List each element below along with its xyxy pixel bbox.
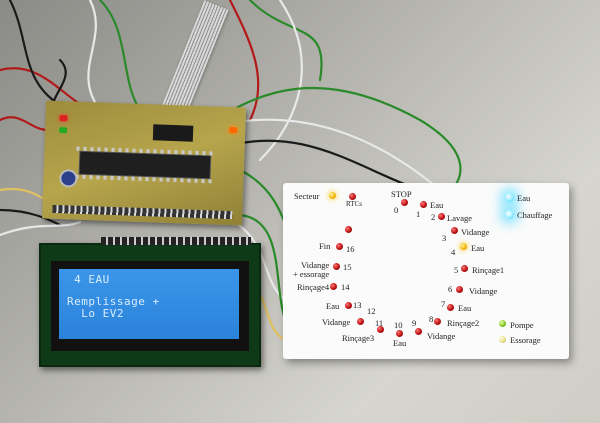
label-chauffage: Chauffage bbox=[517, 210, 553, 220]
vidange9-led bbox=[415, 328, 422, 335]
chauffage-led bbox=[505, 210, 514, 219]
step-0: 0 bbox=[394, 205, 399, 215]
vidange6-led bbox=[456, 286, 463, 293]
vidange-essorage-led bbox=[333, 263, 340, 270]
label-vidange9: Vidange bbox=[427, 331, 456, 341]
pcb-green-led bbox=[58, 127, 68, 134]
lavage-led bbox=[438, 213, 445, 220]
label-vidange3: Vidange bbox=[461, 227, 490, 237]
rincage1-led bbox=[461, 265, 468, 272]
label-lavage: Lavage bbox=[447, 213, 473, 223]
label-rincage4: Rinçage4 bbox=[297, 282, 330, 292]
label-vidange-essorage-1: Vidange bbox=[301, 260, 330, 270]
label-eau4: Eau bbox=[471, 243, 485, 253]
rtcs-led bbox=[349, 193, 356, 200]
pin-header bbox=[52, 204, 233, 220]
essorage-led bbox=[499, 336, 506, 343]
pcb-orange-led bbox=[229, 126, 238, 134]
stop-led bbox=[401, 199, 408, 206]
ribbon-connector bbox=[152, 124, 194, 142]
step-15: 15 bbox=[343, 262, 352, 272]
label-vidange6: Vidange bbox=[469, 286, 498, 296]
lcd-module: 4 EAU Remplissage + Lo EV2 bbox=[39, 237, 261, 367]
step-8: 8 bbox=[429, 314, 434, 324]
eau7-led bbox=[447, 304, 454, 311]
eau10-led bbox=[396, 330, 403, 337]
label-eau10: Eau bbox=[393, 338, 407, 348]
secteur-led bbox=[329, 192, 336, 199]
eau1-led bbox=[420, 201, 427, 208]
eau-indicator-led bbox=[505, 193, 514, 202]
extra-led bbox=[345, 226, 352, 233]
rincage3-led bbox=[377, 326, 384, 333]
label-fin: Fin bbox=[319, 241, 331, 251]
step-14: 14 bbox=[341, 282, 350, 292]
eau4-led bbox=[460, 243, 467, 250]
vidange12-led bbox=[357, 318, 364, 325]
label-essorage: Essorage bbox=[510, 335, 541, 345]
step-12: 12 bbox=[367, 306, 376, 316]
fin-led bbox=[336, 243, 343, 250]
label-secteur: Secteur bbox=[294, 191, 320, 201]
step-13: 13 bbox=[353, 300, 362, 310]
front-panel-card: Secteur RTCs STOP 0 Eau 1 Eau Chauffage … bbox=[283, 183, 569, 359]
label-pompe: Pompe bbox=[510, 320, 534, 330]
step-5: 5 bbox=[454, 265, 459, 275]
label-eau1: Eau bbox=[430, 200, 444, 210]
label-rincage2: Rinçage2 bbox=[447, 318, 480, 328]
step-2: 2 bbox=[431, 212, 436, 222]
label-eau-top: Eau bbox=[517, 193, 531, 203]
rincage2-led bbox=[434, 318, 441, 325]
label-eau13: Eau bbox=[326, 301, 340, 311]
lcd-line-1: 4 EAU bbox=[67, 273, 110, 286]
label-rincage1: Rinçage1 bbox=[472, 265, 505, 275]
vidange3-led bbox=[451, 227, 458, 234]
microcontroller-chip bbox=[79, 151, 211, 179]
control-pcb bbox=[42, 100, 246, 226]
lcd-line-2: Remplissage + bbox=[67, 295, 160, 308]
step-1: 1 bbox=[416, 209, 421, 219]
label-rincage3: Rinçage3 bbox=[342, 333, 375, 343]
lcd-pin-header bbox=[101, 237, 251, 245]
lcd-screen: 4 EAU Remplissage + Lo EV2 bbox=[59, 269, 239, 339]
label-vidange12: Vidange bbox=[322, 317, 351, 327]
step-10: 10 bbox=[394, 320, 403, 330]
step-7: 7 bbox=[441, 299, 446, 309]
label-eau7: Eau bbox=[458, 303, 472, 313]
step-11: 11 bbox=[375, 318, 384, 328]
step-3: 3 bbox=[442, 233, 447, 243]
lcd-line-3: Lo EV2 bbox=[67, 307, 124, 320]
contrast-potentiometer bbox=[61, 171, 76, 186]
step-6: 6 bbox=[448, 284, 453, 294]
label-rtcs: RTCs bbox=[346, 200, 362, 208]
step-4: 4 bbox=[451, 247, 456, 257]
step-9: 9 bbox=[412, 318, 417, 328]
pcb-red-led bbox=[59, 115, 68, 122]
label-vidange-essorage-2: + essorage bbox=[293, 269, 330, 279]
pompe-led bbox=[499, 320, 506, 327]
step-16: 16 bbox=[346, 244, 355, 254]
eau13-led bbox=[345, 302, 352, 309]
label-stop: STOP bbox=[391, 189, 412, 199]
rincage4-led bbox=[330, 283, 337, 290]
